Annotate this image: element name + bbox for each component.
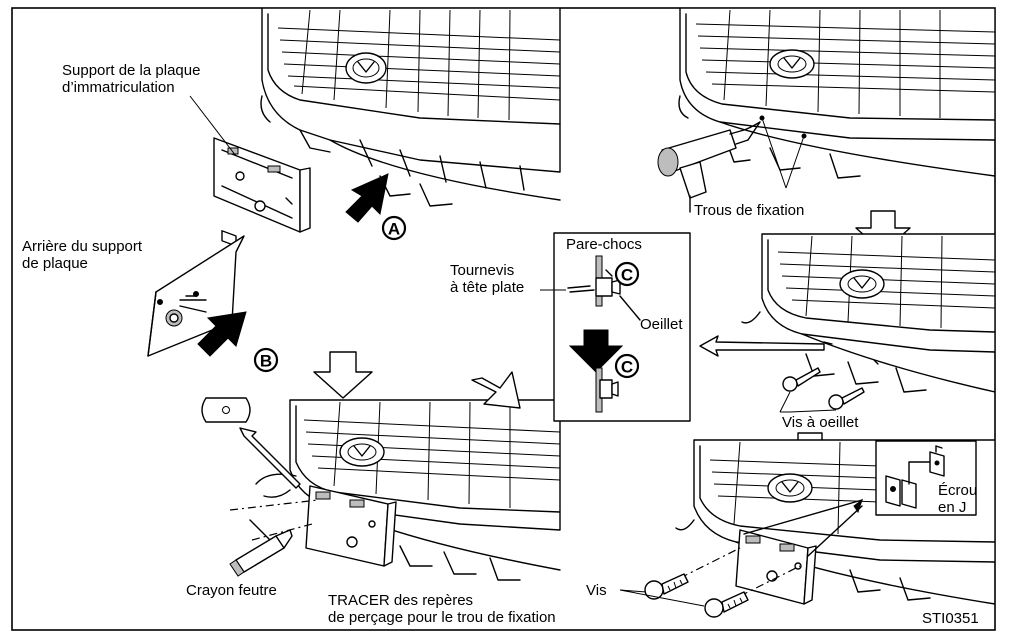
bumper-section-2 (595, 367, 619, 413)
svg-text:B: B (260, 352, 272, 371)
plate-bracket-front (213, 137, 311, 247)
label-tracer: TRACER des repères de perçage pour le tr… (328, 592, 556, 626)
callout-a: A (381, 215, 407, 241)
label-vis: Vis (586, 582, 607, 599)
car-front-top-left (260, 8, 561, 207)
svg-text:A: A (388, 220, 400, 239)
bumper-section-1 (567, 255, 641, 321)
hole-mark-detail (201, 397, 251, 423)
plate-bracket-final (735, 529, 817, 605)
grommet-positions (823, 341, 879, 365)
small-arrowhead (853, 498, 863, 514)
grommet-screw-1 (782, 367, 821, 392)
car-front-bottom-left (249, 399, 561, 581)
black-arrow-a (345, 173, 389, 223)
leader-trous (761, 117, 805, 189)
leader-to-jnut (743, 499, 863, 557)
leader-support-plaque (189, 95, 237, 157)
label-tournevis: Tournevis à tête plate (450, 262, 525, 296)
dashed-screw-lines (663, 547, 801, 605)
hollow-arrow-diagonal (471, 371, 521, 409)
svg-text:C: C (621, 358, 633, 377)
label-ecrou-j: Écrou en J (938, 482, 978, 516)
label-vis-oeillet: Vis à oeillet (782, 414, 859, 431)
callout-c-2: C (614, 353, 640, 379)
dashed-marking-lines (229, 499, 319, 541)
callout-c-1: C (614, 261, 640, 287)
svg-text:C: C (621, 266, 633, 285)
callout-b: B (253, 347, 279, 373)
car-front-top-right (678, 8, 995, 179)
label-oeillet: Oeillet (640, 316, 683, 333)
grommet-screw-2 (828, 387, 865, 410)
white-arrow-to-detail (239, 427, 301, 489)
label-trous-fixation: Trous de fixation (694, 202, 805, 219)
j-nut-part (885, 445, 945, 509)
screw-1 (644, 573, 689, 600)
leader-vis-oeillet (779, 391, 837, 413)
leader-vis (619, 589, 705, 607)
black-arrow-b (197, 311, 247, 357)
label-crayon-feutre: Crayon feutre (186, 582, 277, 599)
label-arriere-support: Arrière du support de plaque (22, 238, 143, 272)
label-support-plaque: Support de la plaque d’immatriculation (62, 62, 201, 96)
figure-reference: STI0351 (922, 610, 979, 627)
black-arrow-down (568, 329, 624, 373)
felt-pen (229, 529, 293, 577)
white-arrow-left (699, 335, 825, 357)
label-pare-chocs: Pare-chocs (566, 236, 642, 253)
power-drill (657, 121, 761, 213)
car-front-middle-right (741, 233, 995, 393)
hollow-arrow-down-1 (313, 351, 373, 399)
screw-2 (704, 591, 749, 618)
plate-bracket-mounted (305, 485, 397, 567)
